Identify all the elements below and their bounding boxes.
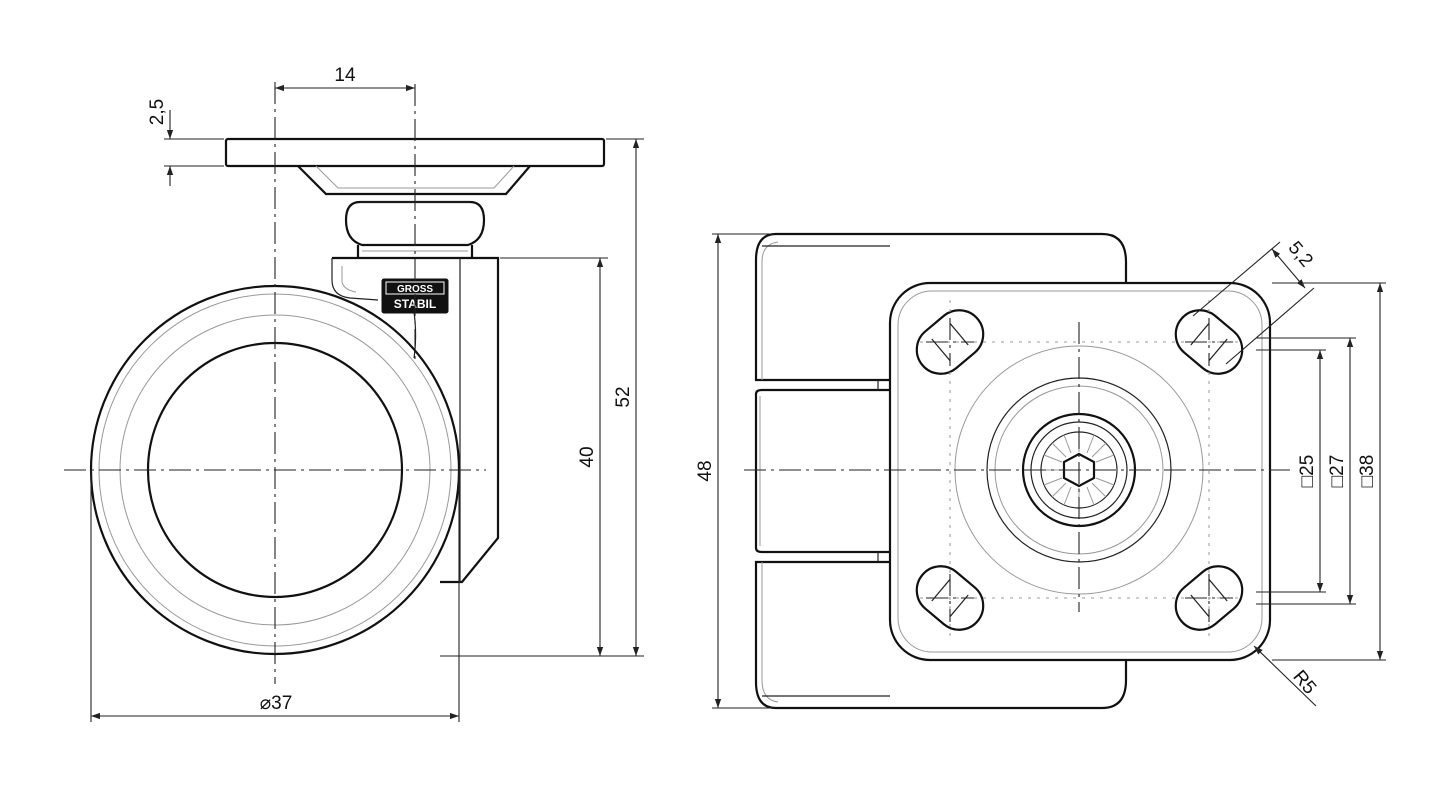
svg-text:GROSS: GROSS xyxy=(397,284,433,295)
side-view: GROSS STABIL 14 2,5 52 40 ⌀37 xyxy=(64,65,644,722)
mounting-hole-br xyxy=(1174,565,1244,631)
mounting-hole-tl xyxy=(915,309,985,375)
hex-socket xyxy=(1062,452,1096,488)
mounting-hole-bl xyxy=(915,565,985,631)
body-shell-top xyxy=(754,232,1128,382)
dim-total-height: 52 xyxy=(613,386,634,407)
mounting-hole-tr xyxy=(1174,309,1244,375)
dim-stem-offset: 14 xyxy=(334,65,356,86)
dim-axle-height: 40 xyxy=(577,446,598,467)
dim-wheel-diameter: ⌀37 xyxy=(260,693,293,714)
swivel-housing xyxy=(297,165,531,196)
dim-hole-diameter: 5,2 xyxy=(1284,238,1317,272)
dim-sq27: □27 xyxy=(1327,455,1348,488)
swivel-stem xyxy=(344,200,486,247)
wheel-section xyxy=(754,388,890,554)
dim-sq38: □38 xyxy=(1357,455,1378,488)
dim-width: 48 xyxy=(695,460,716,481)
fork-body xyxy=(332,256,500,584)
dim-sq25: □25 xyxy=(1297,455,1318,488)
body-shell-bottom xyxy=(754,560,1128,710)
top-plate xyxy=(888,281,1272,662)
dim-corner-radius: R5 xyxy=(1288,666,1320,698)
dim-plate-thickness: 2,5 xyxy=(147,99,168,125)
top-view: 48 □38 □27 □25 5,2 R5 xyxy=(695,232,1386,710)
